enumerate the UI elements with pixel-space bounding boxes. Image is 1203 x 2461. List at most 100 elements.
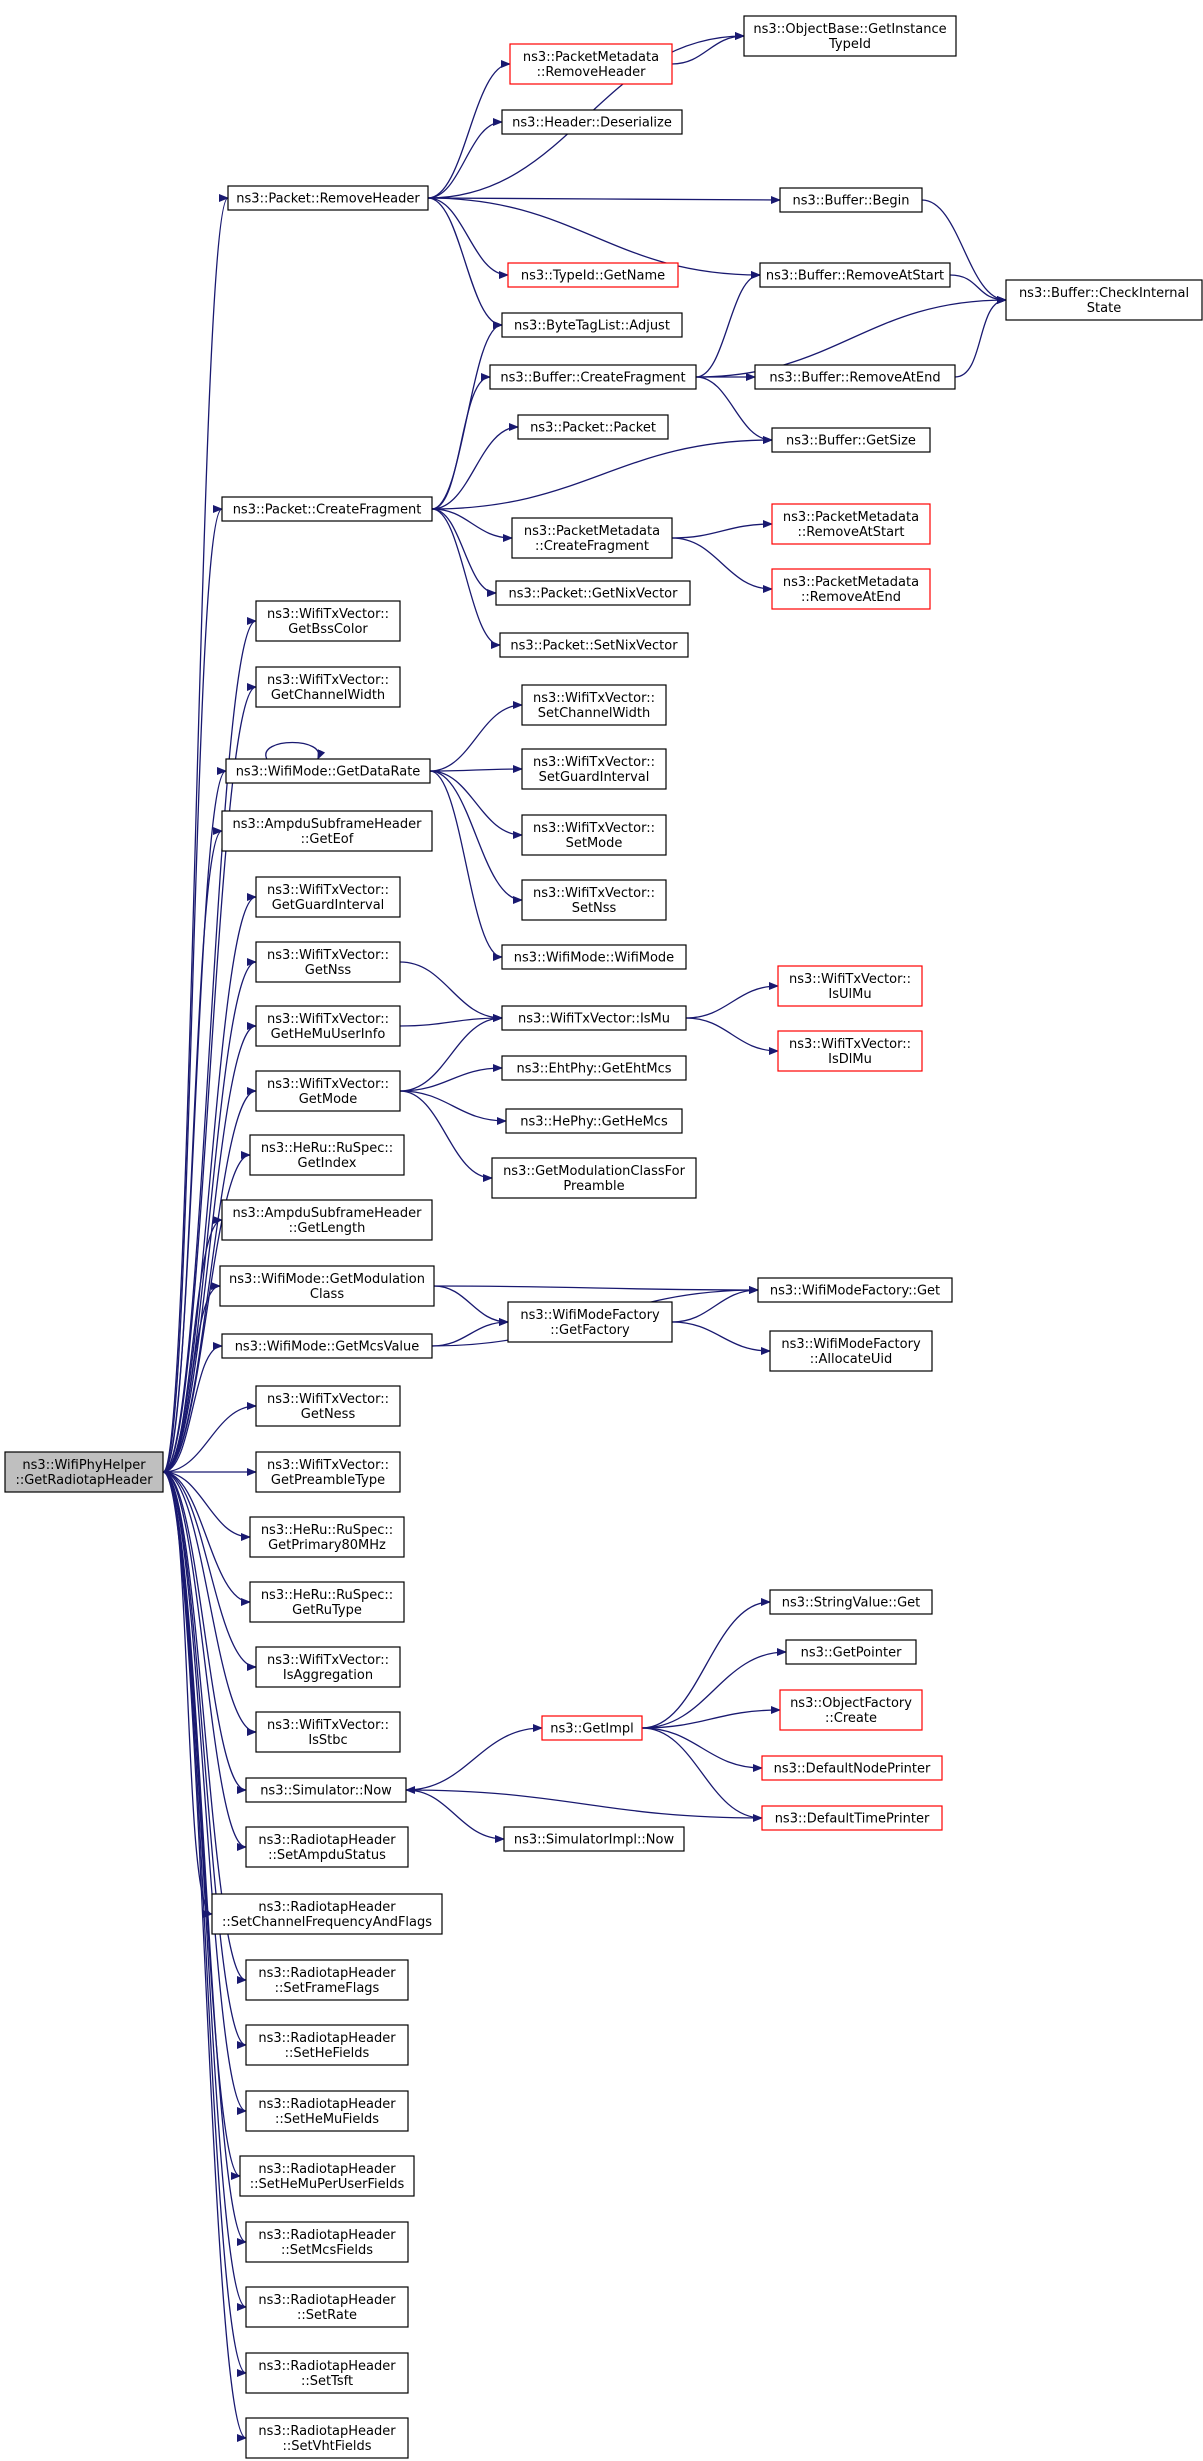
function-node-rtsetrate[interactable]: ns3::RadiotapHeader::SetRate: [245, 2286, 409, 2328]
function-node-stringvalueget[interactable]: ns3::StringValue::Get: [769, 1589, 933, 1615]
function-node-txisaggregation[interactable]: ns3::WifiTxVector::IsAggregation: [255, 1646, 401, 1688]
function-node-rtsetchannelfreq[interactable]: ns3::RadiotapHeader::SetChannelFrequency…: [211, 1893, 443, 1935]
function-node-getpointer[interactable]: ns3::GetPointer: [785, 1639, 917, 1665]
function-node-simulatorimplnow[interactable]: ns3::SimulatorImpl::Now: [503, 1826, 685, 1852]
function-node-rtsetvhtfields[interactable]: ns3::RadiotapHeader::SetVhtFields: [245, 2417, 409, 2459]
function-node-packetcreatefragment[interactable]: ns3::Packet::CreateFragment: [221, 496, 433, 522]
function-node-txisdlmu[interactable]: ns3::WifiTxVector::IsDlMu: [777, 1030, 923, 1072]
function-node-pmremoveatstart[interactable]: ns3::PacketMetadata::RemoveAtStart: [771, 503, 931, 545]
root-function-node[interactable]: ns3::WifiPhyHelper::GetRadiotapHeader: [4, 1451, 164, 1493]
function-node-packetremoveheader[interactable]: ns3::Packet::RemoveHeader: [227, 185, 429, 211]
call-edge-path: [162, 1022, 257, 1473]
function-node-wifimodefactoryallocateuid[interactable]: ns3::WifiModeFactory::AllocateUid: [769, 1330, 933, 1372]
node-label-line: ns3::HeRu::RuSpec::: [261, 1523, 393, 1538]
function-node-ehtgetehtmcs[interactable]: ns3::EhtPhy::GetEhtMcs: [501, 1055, 687, 1081]
call-edge: [399, 1064, 503, 1092]
node-label-line: ns3::DefaultNodePrinter: [774, 1762, 931, 1777]
call-edge-path: [427, 197, 503, 329]
call-edge-path: [431, 508, 497, 597]
call-edge-path: [162, 1471, 247, 1851]
node-label-line: ns3::PacketMetadata: [523, 50, 659, 65]
function-node-rtsethemuperuser[interactable]: ns3::RadiotapHeader::SetHeMuPerUserField…: [239, 2155, 415, 2197]
node-box: [4, 1451, 164, 1493]
function-node-txisstbc[interactable]: ns3::WifiTxVector::IsStbc: [255, 1711, 401, 1753]
node-box: [495, 580, 691, 606]
function-node-buffergetsize[interactable]: ns3::Buffer::GetSize: [771, 427, 931, 453]
function-node-hegethemcs[interactable]: ns3::HePhy::GetHeMcs: [505, 1108, 683, 1134]
node-label-line: ns3::ByteTagList::Adjust: [514, 319, 670, 334]
node-box: [245, 1959, 409, 2001]
function-node-wifimodewifimode[interactable]: ns3::WifiMode::WifiMode: [501, 944, 687, 970]
call-edge: [431, 373, 491, 510]
function-node-wifimodefactoryget[interactable]: ns3::WifiModeFactory::Get: [757, 1277, 953, 1303]
call-edge: [641, 1727, 763, 1822]
function-node-bufferbegin[interactable]: ns3::Buffer::Begin: [779, 187, 923, 213]
node-label-line: ns3::AmpduSubframeHeader: [233, 817, 423, 832]
function-node-packetsetnixvector[interactable]: ns3::Packet::SetNixVector: [499, 632, 689, 658]
function-node-rtsetmcsfields[interactable]: ns3::RadiotapHeader::SetMcsFields: [245, 2221, 409, 2263]
function-node-txsetmode[interactable]: ns3::WifiTxVector::SetMode: [521, 814, 667, 856]
function-node-bufferremoveatend[interactable]: ns3::Buffer::RemoveAtEnd: [754, 364, 956, 390]
function-node-herugetindex[interactable]: ns3::HeRu::RuSpec::GetIndex: [249, 1134, 405, 1176]
function-node-typeidgetname[interactable]: ns3::TypeId::GetName: [507, 262, 679, 288]
function-node-objectfactorycreate[interactable]: ns3::ObjectFactory::Create: [779, 1689, 923, 1731]
function-node-bytetaglistadjust[interactable]: ns3::ByteTagList::Adjust: [501, 312, 683, 338]
function-node-pmremoveatend[interactable]: ns3::PacketMetadata::RemoveAtEnd: [771, 568, 931, 610]
function-node-rtsetampdustatus[interactable]: ns3::RadiotapHeader::SetAmpduStatus: [245, 1826, 409, 1868]
call-edge: [162, 958, 257, 1473]
node-box: [771, 503, 931, 545]
function-node-txisulmu[interactable]: ns3::WifiTxVector::IsUlMu: [777, 965, 923, 1007]
function-node-buffercreatefragment[interactable]: ns3::Buffer::CreateFragment: [489, 364, 697, 390]
function-node-txgethemuuserinfo[interactable]: ns3::WifiTxVector::GetHeMuUserInfo: [255, 1005, 401, 1047]
function-node-pmremoveheader[interactable]: ns3::PacketMetadata::RemoveHeader: [509, 43, 673, 85]
call-edge: [671, 520, 773, 539]
function-node-rtsethemufields[interactable]: ns3::RadiotapHeader::SetHeMuFields: [245, 2090, 409, 2132]
function-node-getimpl[interactable]: ns3::GetImpl: [541, 1715, 643, 1741]
function-node-wifimodefactorygetfactory[interactable]: ns3::WifiModeFactory::GetFactory: [507, 1301, 673, 1343]
function-node-txgetguardinterval[interactable]: ns3::WifiTxVector::GetGuardInterval: [255, 876, 401, 918]
function-node-txsetguardinterval[interactable]: ns3::WifiTxVector::SetGuardInterval: [521, 748, 667, 790]
function-node-defaultnodeprinter[interactable]: ns3::DefaultNodePrinter: [761, 1755, 943, 1781]
function-node-wifimodegetdatarate[interactable]: ns3::WifiMode::GetDataRate: [225, 758, 431, 784]
function-node-rtsethefields[interactable]: ns3::RadiotapHeader::SetHeFields: [245, 2024, 409, 2066]
function-node-txgetchannelwidth[interactable]: ns3::WifiTxVector::GetChannelWidth: [255, 666, 401, 708]
function-node-txgetbsscolor[interactable]: ns3::WifiTxVector::GetBssColor: [255, 600, 401, 642]
function-node-rtsetframeflags[interactable]: ns3::RadiotapHeader::SetFrameFlags: [245, 1959, 409, 2001]
function-node-simulatornow[interactable]: ns3::Simulator::Now: [245, 1777, 407, 1803]
function-node-ampdugetlength[interactable]: ns3::AmpduSubframeHeader::GetLength: [221, 1199, 433, 1241]
function-node-headerdeserialize[interactable]: ns3::Header::Deserialize: [501, 109, 683, 135]
node-box: [221, 496, 433, 522]
function-node-txismu[interactable]: ns3::WifiTxVector::IsMu: [501, 1005, 687, 1031]
function-node-defaulttimeprinter[interactable]: ns3::DefaultTimePrinter: [761, 1805, 943, 1831]
call-edge-path: [399, 1014, 503, 1027]
function-node-ampdugeteof[interactable]: ns3::AmpduSubframeHeader::GetEof: [221, 810, 433, 852]
node-label-line: ns3::GetPointer: [801, 1646, 902, 1661]
function-node-rtsettsft[interactable]: ns3::RadiotapHeader::SetTsft: [245, 2352, 409, 2394]
function-node-packetpacket[interactable]: ns3::Packet::Packet: [517, 414, 669, 440]
function-node-txsetnss[interactable]: ns3::WifiTxVector::SetNss: [521, 879, 667, 921]
node-box: [759, 262, 951, 288]
function-node-pmcreatefragment[interactable]: ns3::PacketMetadata::CreateFragment: [511, 517, 673, 559]
function-node-herugetrutype[interactable]: ns3::HeRu::RuSpec::GetRuType: [249, 1581, 405, 1623]
node-label-line: ns3::AmpduSubframeHeader: [233, 1206, 423, 1221]
call-edge: [162, 1471, 247, 1851]
function-node-wifimodegetmodclass[interactable]: ns3::WifiMode::GetModulationClass: [219, 1265, 435, 1307]
function-node-txgetmode[interactable]: ns3::WifiTxVector::GetMode: [255, 1070, 401, 1112]
call-edge: [162, 1471, 247, 2049]
function-node-bufferremoveatstart[interactable]: ns3::Buffer::RemoveAtStart: [759, 262, 951, 288]
function-node-txgetness[interactable]: ns3::WifiTxVector::GetNess: [255, 1385, 401, 1427]
node-label-line: ns3::TypeId::GetName: [521, 269, 665, 284]
function-node-txgetpreambletype[interactable]: ns3::WifiTxVector::GetPreambleType: [255, 1451, 401, 1493]
node-label-line: ::SetChannelFrequencyAndFlags: [222, 1915, 432, 1930]
function-node-wifimodegetmcsvalue[interactable]: ns3::WifiMode::GetMcsValue: [221, 1333, 433, 1359]
function-node-txsetchannelwidth[interactable]: ns3::WifiTxVector::SetChannelWidth: [521, 684, 667, 726]
function-node-herugetprimary80[interactable]: ns3::HeRu::RuSpec::GetPrimary80MHz: [249, 1516, 405, 1558]
function-node-txgetnss[interactable]: ns3::WifiTxVector::GetNss: [255, 941, 401, 983]
call-edge-path: [671, 1286, 759, 1323]
function-node-packetgetnixvector[interactable]: ns3::Packet::GetNixVector: [495, 580, 691, 606]
node-label-line: ns3::Buffer::GetSize: [786, 434, 916, 449]
